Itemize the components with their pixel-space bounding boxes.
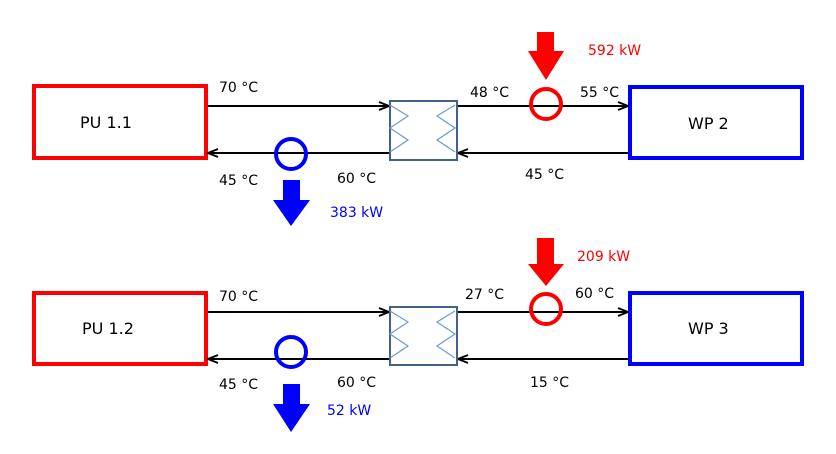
hx-source-out-temp: 60 °C bbox=[337, 375, 376, 391]
source-unit-box bbox=[32, 291, 208, 366]
hx-source-out-temp: 60 °C bbox=[337, 171, 376, 187]
heat-output-value: 52 kW bbox=[327, 403, 371, 419]
sink-return-temp: 15 °C bbox=[530, 375, 569, 391]
sink-unit-box bbox=[628, 291, 804, 366]
heat-output-pump-circle bbox=[274, 137, 308, 171]
hx-coil-left bbox=[388, 310, 410, 359]
source-unit-label: PU 1.1 bbox=[80, 113, 132, 132]
heat-output-pump-circle bbox=[274, 335, 308, 369]
hx-coil-right bbox=[435, 310, 457, 359]
source-supply-temp: 70 °C bbox=[219, 80, 258, 96]
sink-unit-box bbox=[628, 85, 804, 160]
heat-output-arrow bbox=[273, 384, 310, 432]
sink-supply-temp: 60 °C bbox=[575, 286, 614, 302]
system-2: PU 1.2 WP 3 70 °C 45 °C 60 °C 27 °C 60 °… bbox=[32, 238, 804, 432]
heat-output-arrow bbox=[273, 180, 310, 226]
heat-input-value: 209 kW bbox=[577, 249, 630, 265]
heat-input-value: 592 kW bbox=[588, 43, 641, 59]
hx-coil-right bbox=[435, 104, 457, 153]
sink-return-temp: 45 °C bbox=[525, 167, 564, 183]
source-return-temp: 45 °C bbox=[219, 173, 258, 189]
system-1: PU 1.1 WP 2 70 °C 45 °C 60 °C 48 °C 55 °… bbox=[32, 32, 804, 226]
heat-output-value: 383 kW bbox=[330, 205, 383, 221]
sink-unit-label: WP 2 bbox=[688, 114, 729, 133]
source-unit-label: PU 1.2 bbox=[82, 319, 134, 338]
sink-unit-label: WP 3 bbox=[688, 319, 729, 338]
heat-exchanger bbox=[388, 306, 458, 366]
heat-input-pump-circle bbox=[529, 87, 563, 121]
heat-input-pump-circle bbox=[529, 292, 563, 326]
hx-sink-out-temp: 27 °C bbox=[465, 287, 504, 303]
heat-exchanger bbox=[388, 100, 458, 161]
source-unit-box bbox=[32, 84, 208, 160]
heat-input-arrow bbox=[528, 238, 564, 286]
hx-sink-out-temp: 48 °C bbox=[470, 85, 509, 101]
sink-supply-temp: 55 °C bbox=[580, 85, 619, 101]
heat-input-arrow bbox=[528, 32, 564, 80]
hx-coil-left bbox=[388, 104, 410, 153]
source-return-temp: 45 °C bbox=[219, 377, 258, 393]
source-supply-temp: 70 °C bbox=[219, 289, 258, 305]
